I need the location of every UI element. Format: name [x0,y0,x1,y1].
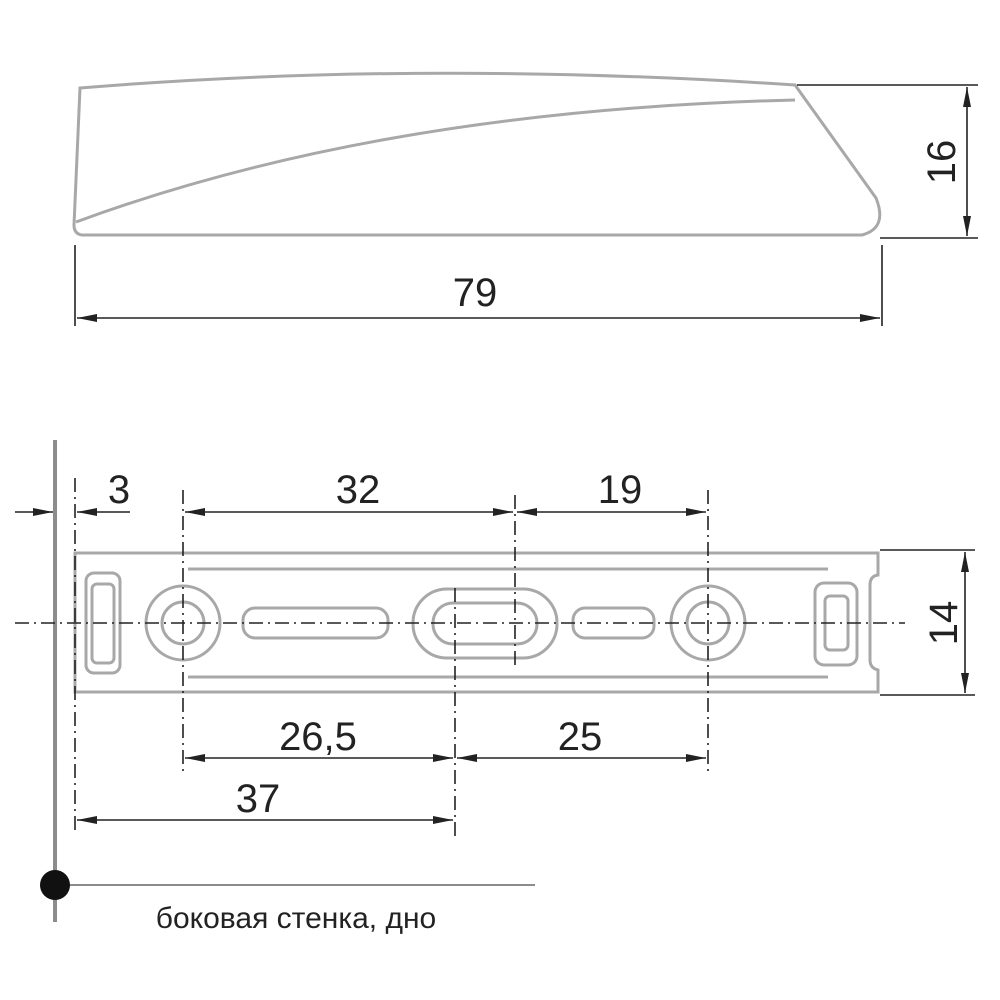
mounting-plate-outline [73,551,880,694]
dimension-26-5-label: 26,5 [279,715,357,759]
mount-point-dot [40,870,70,900]
length-dimension-label: 79 [453,271,498,315]
part-profile-curve [75,98,796,224]
dimension-37-label: 37 [236,777,281,821]
right-slot-outer [813,581,859,667]
dimension-19-label: 19 [598,468,643,512]
offset-dimension-label: 3 [108,468,130,512]
width-dimension-label: 14 [922,601,966,646]
dimension-32-label: 32 [336,468,381,512]
mount-surface-label: боковая стенка, дно [156,902,436,935]
part-profile-outline [72,71,882,237]
plan-view: боковая стенка, дно 3 32 19 26,5 [15,440,975,935]
height-dimension-label: 16 [920,140,964,185]
side-profile-view: 16 79 [72,71,978,326]
dimension-25-label: 25 [558,715,603,759]
